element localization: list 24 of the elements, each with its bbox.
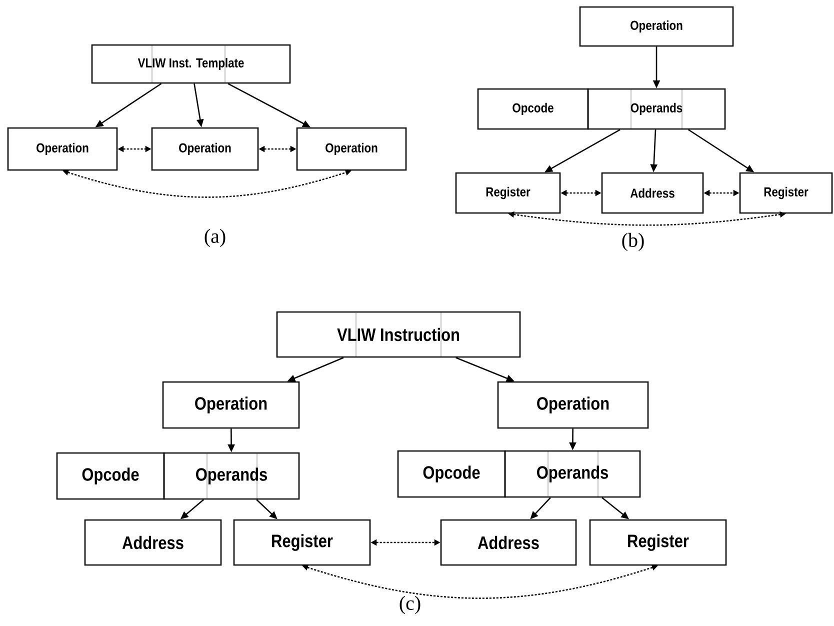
process-box: Operation (151, 127, 259, 171)
panel-label: (b) (622, 232, 644, 252)
process-box: Register (739, 172, 833, 214)
process-box: Operation (296, 127, 407, 171)
process-box: Operation (162, 381, 300, 429)
panel-label: (a) (204, 228, 226, 248)
process-box: Register (589, 519, 727, 566)
field-box: Opcode (56, 452, 165, 500)
field-box: Operands (587, 88, 726, 130)
field-box: Opcode (397, 450, 506, 498)
process-box: Address (84, 519, 222, 566)
process-box: Register (455, 172, 561, 214)
process-box: Operation (7, 127, 118, 171)
process-box: Register (233, 519, 371, 566)
process-box: Operation (579, 6, 734, 47)
field-box: VLIW Instruction (276, 311, 521, 358)
panel-label: (c) (400, 596, 420, 614)
process-box: Address (601, 172, 704, 214)
process-box: Address (440, 519, 577, 566)
process-box: Operation (497, 381, 649, 429)
field-box: Operands (163, 452, 300, 500)
field-box: Operands (504, 450, 641, 498)
field-box: VLIW Inst. Template (91, 44, 291, 84)
field-box: Opcode (477, 88, 589, 130)
